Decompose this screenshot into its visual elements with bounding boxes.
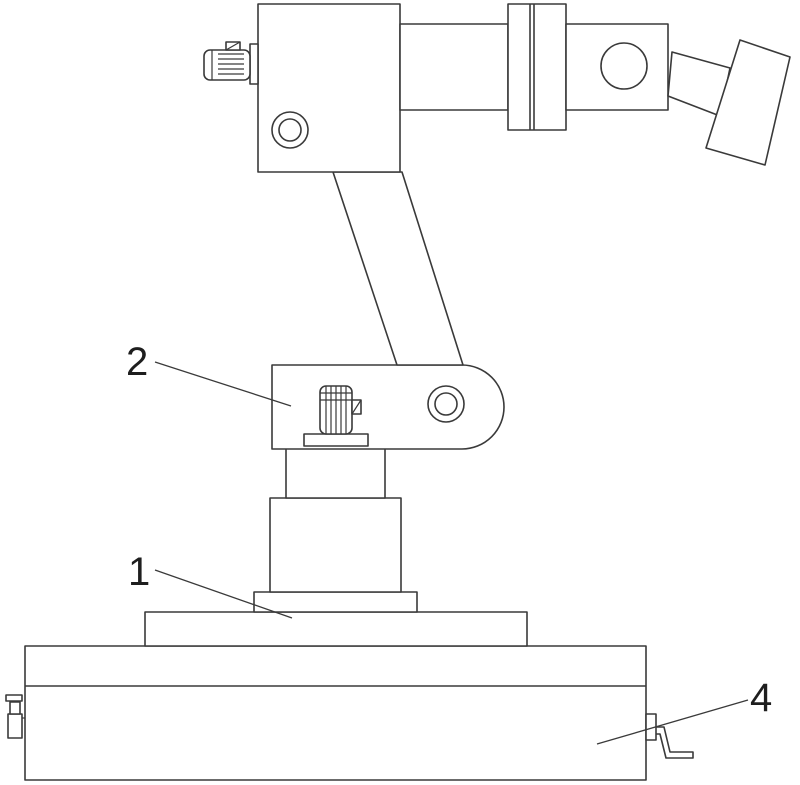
column-upper (286, 446, 385, 498)
base-box (25, 646, 646, 780)
crank-arm (656, 727, 693, 758)
base-housing (25, 646, 646, 780)
wrist-pivot (601, 43, 647, 89)
callout-label-1: 1 (128, 550, 150, 594)
forearm-coupling (508, 4, 566, 130)
left-clamp-head (6, 695, 22, 701)
left-clamp-body (8, 714, 22, 738)
coupling-flange (508, 4, 566, 130)
elbow-housing (258, 4, 400, 172)
wrist-joint (566, 24, 668, 110)
turntable-flange (254, 592, 417, 612)
left-clamp (6, 695, 25, 738)
left-clamp-neck (10, 702, 20, 714)
leader-line-2 (155, 362, 291, 406)
callout-label-2: 2 (126, 340, 148, 384)
base-plate (145, 612, 527, 646)
column-lower (270, 498, 401, 592)
right-crank-handle (646, 714, 693, 758)
callout-2: 2 (126, 340, 291, 406)
elbow-block (258, 4, 400, 172)
upper-arm-link (333, 172, 463, 365)
callout-label-4: 4 (750, 676, 772, 720)
forearm-tube (400, 24, 508, 110)
shoulder-motor-base (304, 434, 368, 446)
elbow-motor-flange (250, 44, 258, 84)
elbow-pivot-inner (279, 119, 301, 141)
shoulder-pivot-inner (435, 393, 457, 415)
elbow-motor (204, 42, 258, 84)
